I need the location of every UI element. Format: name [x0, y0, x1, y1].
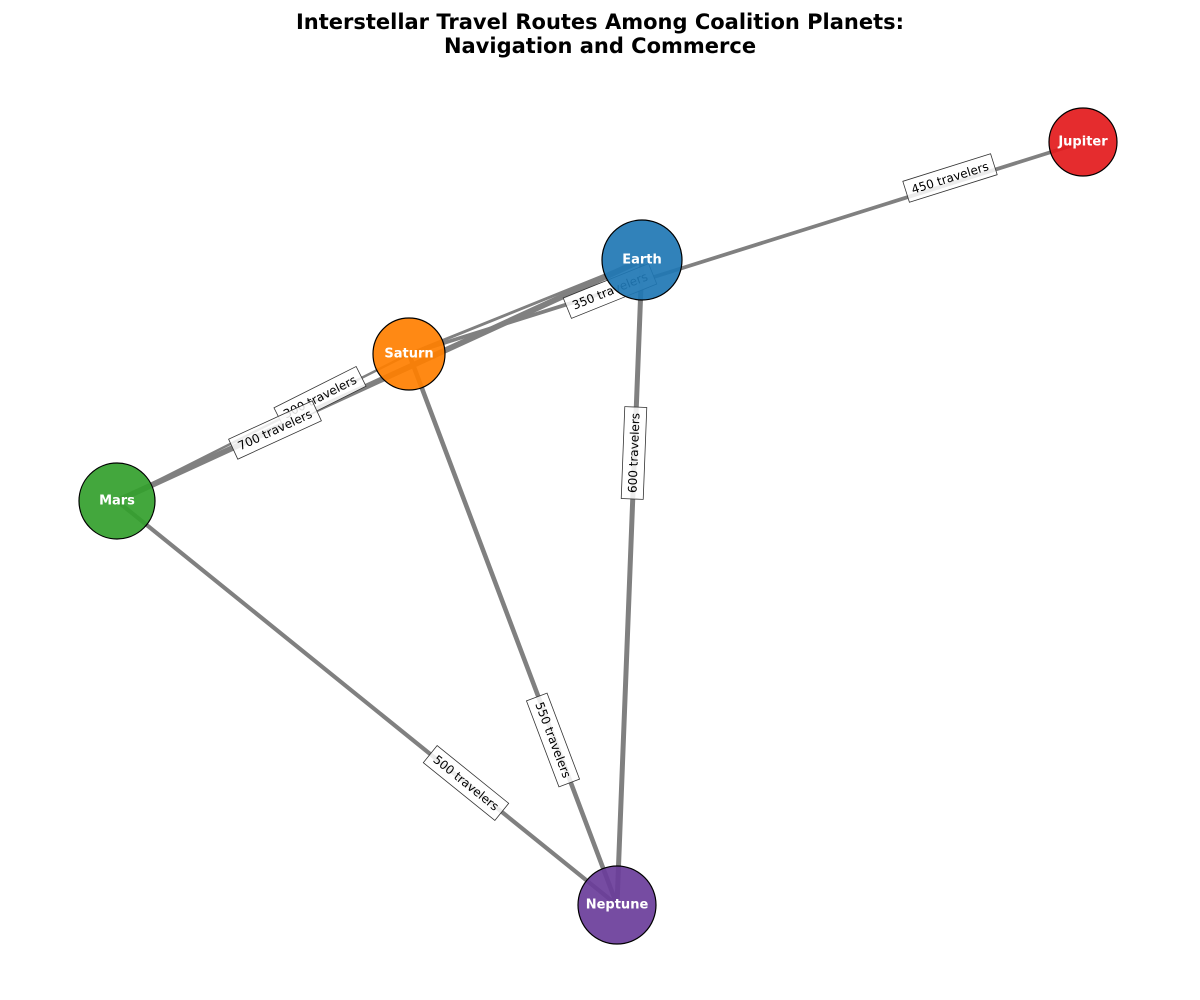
edge-label-mars-neptune: 500 travelers: [422, 744, 510, 822]
node-circle-saturn: [372, 317, 446, 391]
edge-label-box: [525, 692, 581, 788]
node-saturn: Saturn: [372, 317, 446, 391]
edge-mars-neptune: [114, 498, 620, 908]
edge-label-box: [902, 153, 998, 203]
edge-label-text: 700 travelers: [236, 407, 315, 453]
edge-label-box: [228, 400, 322, 460]
edge-mars-earth: [114, 257, 645, 504]
node-earth: Earth: [601, 219, 683, 301]
edge-label-saturn-jupiter: 450 travelers: [902, 153, 998, 203]
node-label-earth: Earth: [622, 253, 662, 268]
node-label-jupiter: Jupiter: [1057, 135, 1108, 150]
edge-saturn-neptune: [406, 351, 620, 908]
node-neptune: Neptune: [577, 865, 657, 945]
node-label-mars: Mars: [99, 494, 135, 509]
edge-label-text: 500 travelers: [430, 752, 501, 813]
title-line-2: Navigation and Commerce: [443, 34, 757, 58]
edge-label-earth-neptune: 600 travelers: [620, 406, 648, 500]
node-circle-earth: [601, 219, 683, 301]
edge-label-box: [620, 406, 648, 500]
node-circle-jupiter: [1048, 107, 1118, 177]
edge-label-box: [422, 744, 510, 822]
edge-label-text: 600 travelers: [625, 413, 642, 494]
edge-earth-neptune: [614, 257, 645, 908]
node-jupiter: Jupiter: [1048, 107, 1118, 177]
edge-label-saturn-neptune: 550 travelers: [525, 692, 581, 788]
title-line-1: Interstellar Travel Routes Among Coaliti…: [295, 10, 905, 34]
diagram-title: Interstellar Travel Routes Among Coaliti…: [0, 10, 1200, 58]
node-label-neptune: Neptune: [586, 898, 649, 913]
node-mars: Mars: [78, 462, 156, 540]
edges-layer: [114, 140, 1085, 908]
node-circle-neptune: [577, 865, 657, 945]
node-label-saturn: Saturn: [384, 347, 433, 362]
node-circle-mars: [78, 462, 156, 540]
